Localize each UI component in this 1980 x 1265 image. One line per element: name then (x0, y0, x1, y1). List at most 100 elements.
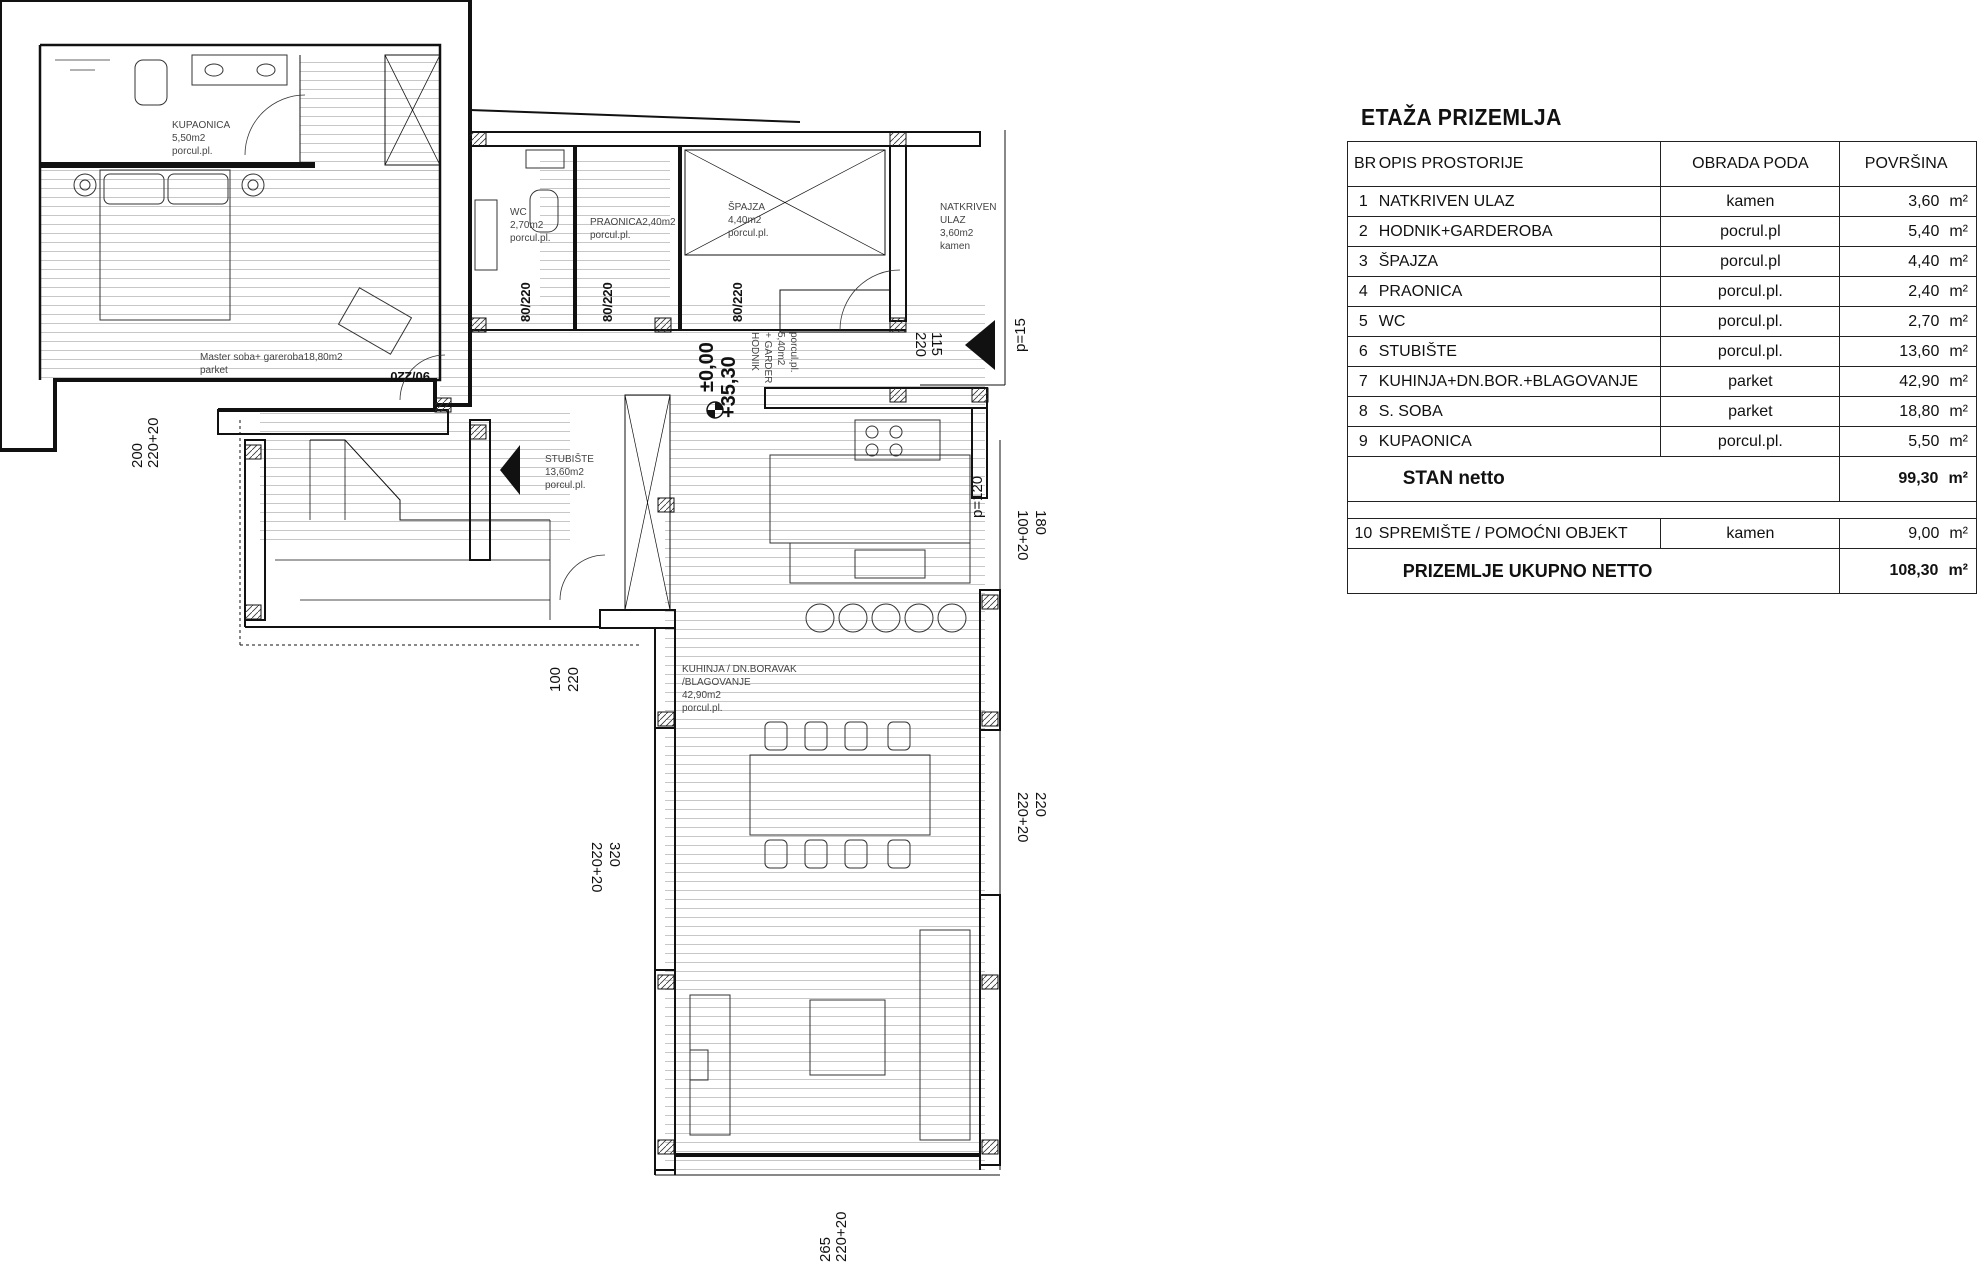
schedule-title: ETAŽA PRIZEMLJA (1361, 104, 1562, 130)
area-unit: m² (1949, 312, 1968, 330)
room-schedule: ETAŽA PRIZEMLJA BR OPIS PROSTORIJE OBRAD… (1346, 104, 1977, 594)
row-area-value: 5,40 (1908, 222, 1940, 240)
row-name-value: PRAONICA (1378, 282, 1463, 300)
room-hodnik-finish: porcul.pl. (788, 332, 799, 373)
row-no: 3 (1346, 246, 1375, 277)
dim-entry-a: 115 (928, 332, 945, 356)
row-finish-value: porcul.pl. (1717, 312, 1783, 330)
dim-entry-p: p=15 (1012, 318, 1029, 352)
row-finish-value: kamen (1726, 524, 1775, 542)
room-spajza-name: ŠPAJZA (728, 200, 765, 213)
row-area-value: 9,00 (1908, 524, 1940, 542)
room-hodnik-area: 5,40m2 (775, 332, 786, 366)
room-praonica-finish: porcul.pl. (590, 230, 631, 241)
row-no: 8 (1346, 396, 1375, 427)
room-praonica-name: PRAONICA2,40m2 (590, 217, 676, 228)
dim-entry-b: 220 (912, 332, 929, 357)
row-no: 10 (1346, 518, 1375, 549)
spacer-cell (1347, 501, 1977, 519)
row-name: ŠPAJZA (1374, 246, 1662, 277)
row-no: 9 (1346, 426, 1375, 457)
dim-bottom-a: 265 (817, 1237, 834, 1262)
col-header-finish: OBRADA PODA (1660, 141, 1841, 187)
row-name: STUBIŠTE (1374, 336, 1662, 367)
room-spajza-finish: porcul.pl. (728, 228, 769, 239)
row-finish: porcul.pl. (1660, 336, 1841, 367)
row-name: NATKRIVEN ULAZ (1374, 186, 1662, 217)
dim-stair-a: 100 (547, 667, 564, 692)
dim-kitchen-right1-a: 180 (1032, 510, 1049, 535)
row-no-value: 9 (1358, 432, 1368, 450)
row-area-value: 18,80 (1899, 402, 1940, 420)
col-header-desc: OPIS PROSTORIJE (1374, 141, 1662, 187)
row-name-value: HODNIK+GARDEROBA (1378, 222, 1553, 240)
room-kuhinja-name: KUHINJA / DN.BORAVAK (682, 664, 797, 675)
dim-kitchen-left-a: 320 (606, 842, 623, 867)
area-unit: m² (1949, 342, 1968, 360)
dim-kitchen-right2-a: 220 (1032, 792, 1049, 817)
row-no: 6 (1346, 336, 1375, 367)
area-unit: m² (1949, 432, 1968, 450)
area-unit: m² (1949, 282, 1968, 300)
subtotal-finish (1660, 456, 1841, 502)
row-finish: porcul.pl. (1660, 306, 1841, 337)
level-zero: ±0,00 (696, 342, 718, 392)
row-name-value: STUBIŠTE (1378, 342, 1457, 360)
room-kuhinja-area: 42,90m2 (682, 690, 721, 701)
room-wc-name: WC (510, 207, 527, 218)
door-label-master: 90/220 (390, 369, 430, 384)
window-dimensions: 200 220+20 100 220 265 220+20 115 220 p=… (54, 318, 1049, 1262)
room-stubiste-finish: porcul.pl. (545, 480, 586, 491)
row-name: S. SOBA (1374, 396, 1662, 427)
total-name: PRIZEMLJE UKUPNO NETTO (1374, 548, 1661, 594)
row-no: 5 (1346, 306, 1375, 337)
room-schedule-table: BR OPIS PROSTORIJE OBRADA PODA POVRŠINA … (1346, 141, 1977, 594)
row-name: WC (1374, 306, 1662, 337)
room-master-name: Master soba+ gareroba18,80m2 (200, 352, 343, 363)
room-hodnik-name2: + GARDER (762, 332, 773, 383)
row-area-value: 3,60 (1908, 192, 1940, 210)
level-abs: +35,30 (718, 356, 740, 418)
row-name-value: KUHINJA+DN.BOR.+BLAGOVANJE (1378, 372, 1639, 390)
room-spajza-area: 4,40m2 (728, 215, 762, 226)
row-name-value: SPREMIŠTE / POMOĆNI OBJEKT (1378, 524, 1628, 542)
row-area-value: 2,40 (1908, 282, 1940, 300)
total-name-value: PRIZEMLJE UKUPNO NETTO (1402, 560, 1653, 581)
door-label-spajza: 80/220 (730, 282, 745, 322)
door-label-wc: 80/220 (518, 282, 533, 322)
row-area-value: 2,70 (1908, 312, 1940, 330)
dim-left-b: 220+20 (145, 418, 162, 468)
room-natkriven-area: 3,60m2 (940, 228, 974, 239)
row-finish: kamen (1660, 186, 1841, 217)
room-kupaonica-area: 5,50m2 (172, 133, 206, 144)
dim-left-a: 200 (129, 443, 146, 468)
level-marker: ±0,00 +35,30 (696, 342, 740, 419)
room-wc-area: 2,70m2 (510, 220, 544, 231)
total-finish (1660, 548, 1841, 594)
row-name: SPREMIŠTE / POMOĆNI OBJEKT (1374, 518, 1662, 549)
subtotal-name: STAN netto (1374, 456, 1661, 502)
row-finish-value: porcul.pl. (1717, 282, 1783, 300)
subtotal-area-value: 99,30 (1898, 470, 1939, 487)
row-name: KUPAONICA (1374, 426, 1662, 457)
row-no-value: 8 (1358, 402, 1368, 420)
door-labels: 80/220 80/220 80/220 90/220 (390, 282, 745, 384)
dim-kitchen-right1-p: p=120 (969, 476, 986, 518)
room-stubiste-area: 13,60m2 (545, 467, 584, 478)
subtotal-name-value: STAN netto (1402, 468, 1505, 489)
entry-arrows (500, 320, 995, 495)
dim-bottom-b: 220+20 (833, 1212, 850, 1262)
row-finish: parket (1660, 366, 1841, 397)
room-master-finish: parket (200, 365, 228, 376)
